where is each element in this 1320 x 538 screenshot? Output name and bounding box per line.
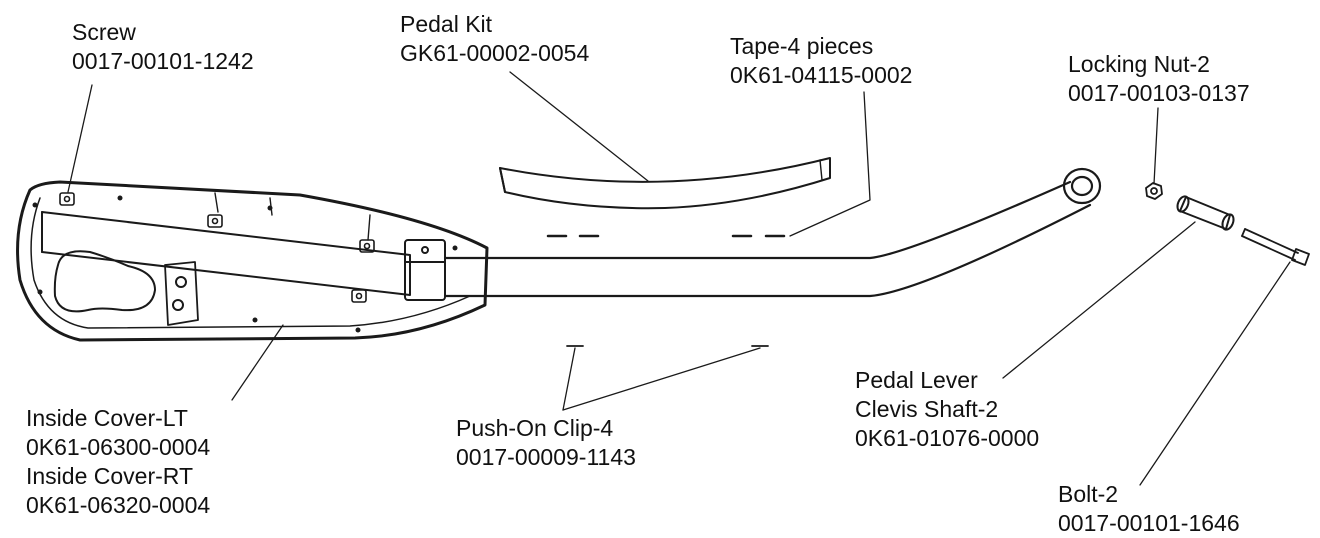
leader-locking-nut [1153,107,1159,185]
label-inside-cover-rt-part: 0K61-06320-0004 [26,492,211,518]
label-locking-nut-part: 0017-00103-0137 [1068,80,1250,106]
label-inside-cover-rt-name: Inside Cover-RT [26,463,194,489]
cover-holes [32,195,458,333]
label-bolt: Bolt-2 0017-00101-1646 [1058,480,1240,538]
leader-clip-left [562,347,576,411]
leader-pedal-kit [509,71,649,182]
label-clevis-shaft-line1: Pedal Lever [855,367,978,393]
label-locking-nut-name: Locking Nut-2 [1068,51,1210,77]
bracket-bolt-2 [172,299,184,311]
label-screw-part: 0017-00101-1242 [72,48,254,74]
leader-tape [789,91,871,237]
leader-bolt [1139,261,1291,486]
label-bolt-part: 0017-00101-1646 [1058,510,1240,536]
label-tape: Tape-4 pieces 0K61-04115-0002 [730,32,912,90]
label-pedal-kit: Pedal Kit GK61-00002-0054 [400,10,589,68]
label-screw: Screw 0017-00101-1242 [72,18,254,76]
inside-cover-inner-edge [30,197,471,329]
label-clevis-shaft: Pedal Lever Clevis Shaft-2 0K61-01076-00… [855,366,1039,453]
inside-cover-opening [53,250,156,313]
label-push-on-clip: Push-On Clip-4 0017-00009-1143 [456,414,636,472]
clevis-shaft-part [1176,195,1235,231]
leader-inside-cover [231,324,284,401]
bolt-part [1241,228,1310,266]
label-screw-name: Screw [72,19,136,45]
label-tape-name: Tape-4 pieces [730,33,874,59]
pedal-kit-part [499,157,831,210]
leader-lines [67,71,1291,486]
label-inside-cover: Inside Cover-LT 0K61-06300-0004 Inside C… [26,404,210,520]
leader-screw [67,84,93,193]
lever-arm-inner [41,211,411,296]
label-push-on-clip-part: 0017-00009-1143 [456,444,636,470]
label-inside-cover-lt-name: Inside Cover-LT [26,405,188,431]
lever-end-bushing [1062,167,1102,205]
label-inside-cover-lt-part: 0K61-06300-0004 [26,434,211,460]
leader-clip-right [562,347,761,411]
inside-cover-outline [16,180,489,342]
locking-nut-part [1145,182,1163,200]
label-pedal-kit-part: GK61-00002-0054 [400,40,590,66]
clamp-block [404,239,446,301]
inside-cover-part [16,180,489,342]
bracket-bolt-1 [175,276,187,288]
pedal-lever-tube [443,167,1102,298]
label-locking-nut: Locking Nut-2 0017-00103-0137 [1068,50,1250,108]
bracket-plate [164,261,199,326]
leader-clevis-shaft [1002,221,1196,379]
label-clevis-shaft-part: 0K61-01076-0000 [855,425,1040,451]
label-tape-part: 0K61-04115-0002 [730,62,913,88]
label-pedal-kit-name: Pedal Kit [400,11,493,37]
cover-stiffeners [214,192,371,241]
label-push-on-clip-name: Push-On Clip-4 [456,415,614,441]
screw-part [59,192,375,303]
label-bolt-name: Bolt-2 [1058,481,1119,507]
label-clevis-shaft-line2: Clevis Shaft-2 [855,396,999,422]
